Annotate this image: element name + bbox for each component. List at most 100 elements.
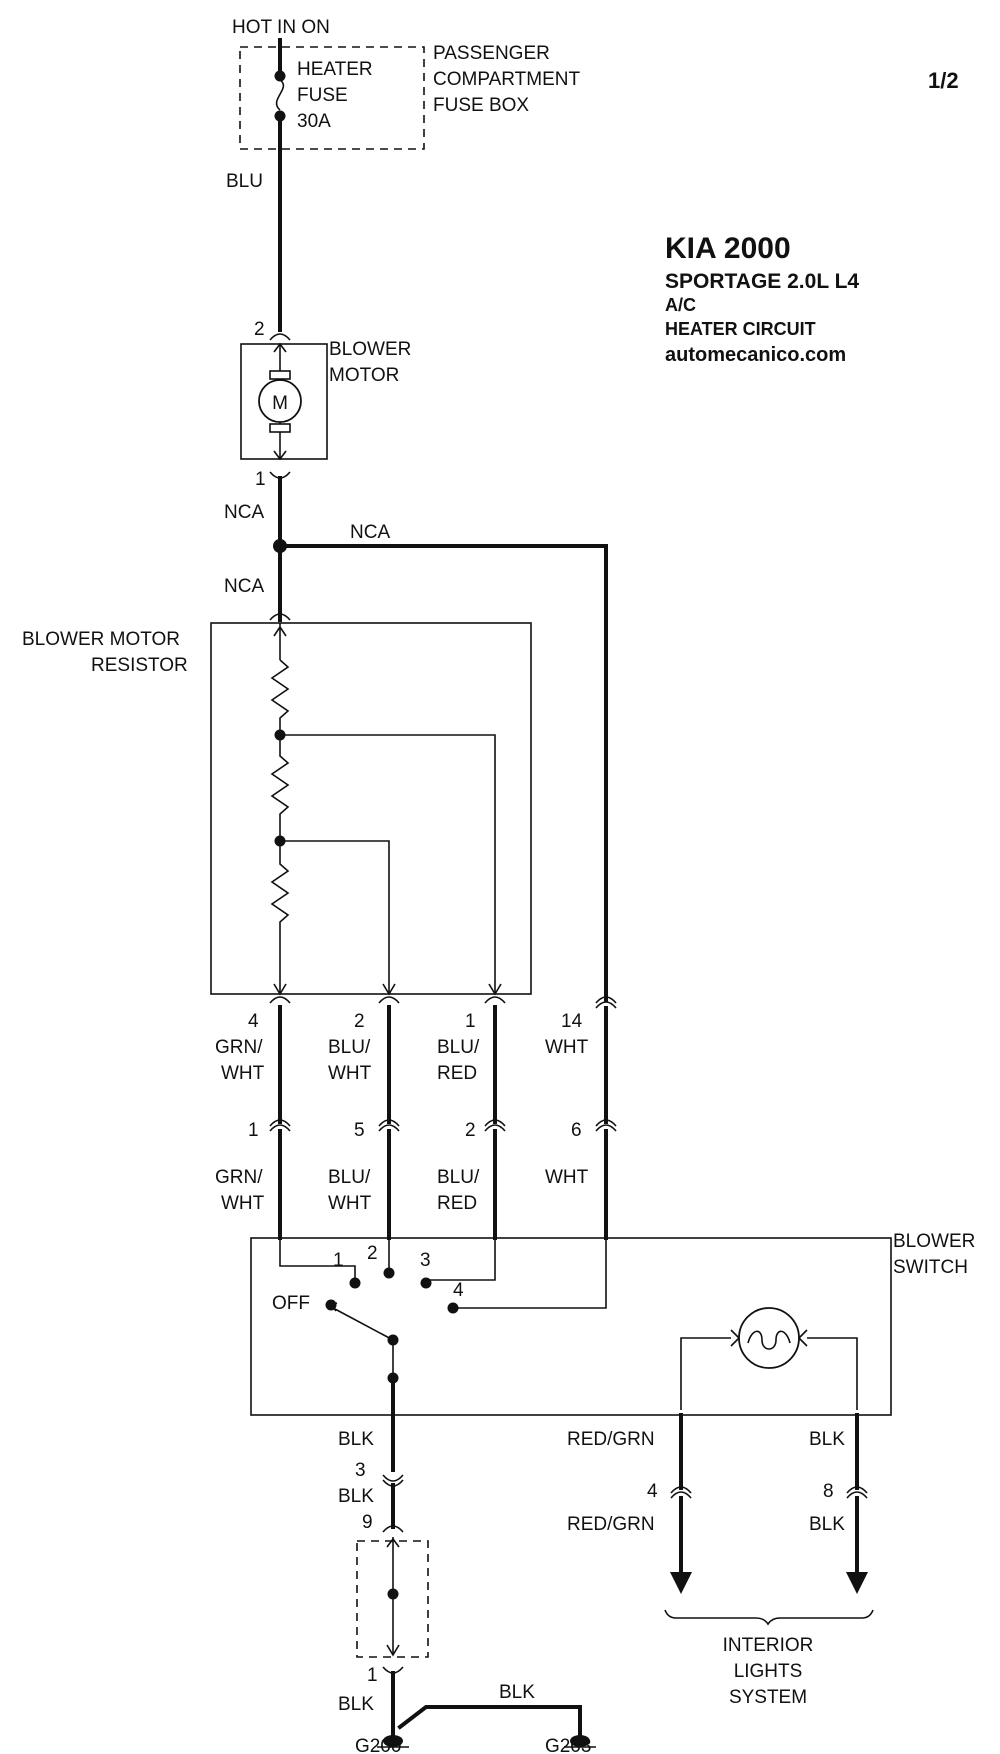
wire-blured-2a: BLU/ [437, 1167, 480, 1188]
conn2-pin-1: 1 [248, 1120, 259, 1141]
fuse-label-2: FUSE [297, 85, 348, 106]
wire-blk-ground-link [397, 1705, 582, 1740]
wire-blk-1: BLK [338, 1429, 374, 1450]
resistor-box [210, 622, 532, 995]
title-site: automecanico.com [665, 344, 846, 366]
resistor-element-2 [270, 740, 290, 836]
fuse-symbol [275, 79, 285, 111]
resistor-tap-med [280, 840, 390, 994]
lamp-icon [738, 1307, 800, 1369]
resistor-pin-1: 1 [465, 1011, 476, 1032]
fuse-box-label-1: PASSENGER [433, 43, 550, 64]
conn2-pin-6: 6 [571, 1120, 582, 1141]
connector-motor-top [269, 333, 291, 341]
interior-label-1: INTERIOR [723, 1635, 814, 1656]
wire-nca-branch [278, 544, 608, 1002]
wire-bluwht-1a: BLU/ [328, 1037, 371, 1058]
hot-in-on-label: HOT IN ON [232, 17, 330, 38]
ground-label-g203: G203 [545, 1736, 591, 1754]
switch-pin-3: 3 [355, 1460, 366, 1481]
resistor-label-2: RESISTOR [91, 655, 188, 676]
lamp-lead-right [807, 1337, 858, 1410]
title-system: A/C [665, 295, 696, 315]
switch-pos-4: 4 [453, 1280, 464, 1301]
wire-redgrn-2: RED/GRN [567, 1514, 655, 1535]
arrow-down-icon [670, 1572, 692, 1594]
motor-label-1: BLOWER [329, 339, 411, 360]
switch-pos-1: 1 [333, 1250, 344, 1271]
blower-switch-box [250, 1237, 892, 1416]
interior-lights-brace [664, 1609, 874, 1626]
wire-wht-1: WHT [545, 1037, 589, 1058]
switch-pin-8-lamp: 8 [823, 1481, 834, 1502]
wire-bluwht-2a: BLU/ [328, 1167, 371, 1188]
motor-symbol-icon [258, 379, 302, 423]
resistor-element-3 [270, 846, 290, 994]
wire-bluwht-1b: WHT [328, 1063, 372, 1084]
motor-label-2: MOTOR [329, 365, 399, 386]
switch-lead-4 [453, 1238, 607, 1309]
ground-conn-pin-9: 9 [362, 1512, 373, 1533]
switch-label-1: BLOWER [893, 1231, 975, 1252]
wire-blk-3: BLK [338, 1694, 374, 1715]
switch-pos-2: 2 [367, 1243, 378, 1264]
ground-label-g200: G200 [355, 1736, 401, 1754]
switch-pos-3: 3 [420, 1250, 431, 1271]
wire-bluwht-2b: WHT [328, 1193, 372, 1214]
wire-label-nca-3: NCA [224, 576, 264, 597]
wire-redgrn-1: RED/GRN [567, 1429, 655, 1450]
wire-blured-1b: RED [437, 1063, 477, 1084]
ground-icon-g203 [564, 1735, 596, 1748]
conn2-pin-2: 2 [465, 1120, 476, 1141]
wire-blk-lamp-1: BLK [809, 1429, 845, 1450]
blower-motor-box [240, 343, 328, 460]
interior-label-3: SYSTEM [729, 1687, 807, 1708]
fuse-box [239, 46, 425, 150]
conn2-pin-5: 5 [354, 1120, 365, 1141]
switch-lead-3 [426, 1238, 496, 1281]
resistor-pin-14: 14 [561, 1011, 583, 1032]
motor-pin-bottom: 1 [255, 469, 266, 490]
switch-off-label: OFF [272, 1293, 310, 1314]
title-make: KIA 2000 [665, 232, 791, 265]
fuse-label-3: 30A [297, 111, 331, 132]
resistor-pin-4: 4 [248, 1011, 259, 1032]
resistor-pin-2: 2 [354, 1011, 365, 1032]
wire-wht-2: WHT [545, 1167, 589, 1188]
resistor-element-1 [270, 659, 290, 730]
switch-label-2: SWITCH [893, 1257, 968, 1278]
interior-label-2: LIGHTS [734, 1661, 803, 1682]
page-number: 1/2 [928, 68, 959, 93]
wire-label-nca-2: NCA [350, 522, 390, 543]
connector-resistor-top [269, 613, 291, 621]
ground-icon-g200 [377, 1735, 409, 1748]
title-model: SPORTAGE 2.0L L4 [665, 270, 859, 293]
wire-blk-4: BLK [499, 1682, 535, 1703]
title-circuit: HEATER CIRCUIT [665, 319, 816, 339]
fuse-box-label-3: FUSE BOX [433, 95, 529, 116]
lamp-lead-left [680, 1337, 731, 1410]
resistor-label-1: BLOWER MOTOR [22, 629, 180, 650]
wire-blured-2b: RED [437, 1193, 477, 1214]
switch-arm [334, 1308, 394, 1341]
wire-label-nca-1: NCA [224, 502, 264, 523]
motor-pin-top: 2 [254, 319, 265, 340]
wire-grnwht-1b: WHT [221, 1063, 265, 1084]
fuse-label-1: HEATER [297, 59, 373, 80]
motor-symbol-letter: M [272, 393, 288, 414]
arrow-down-icon [846, 1572, 868, 1594]
switch-lead-1 [279, 1238, 356, 1278]
connector-ground-top [382, 1525, 404, 1533]
wire-grnwht-2a: GRN/ [215, 1167, 263, 1188]
switch-pin-4-lamp: 4 [647, 1481, 658, 1502]
ground-conn-pin-1: 1 [367, 1665, 378, 1686]
resistor-tap-high [280, 734, 496, 994]
wire-blk-lamp-2: BLK [809, 1514, 845, 1535]
wire-label-blu: BLU [226, 171, 263, 192]
connector-wht-top [595, 996, 617, 1004]
fuse-box-label-2: COMPARTMENT [433, 69, 580, 90]
wire-grnwht-2b: WHT [221, 1193, 265, 1214]
wire-grnwht-1a: GRN/ [215, 1037, 263, 1058]
lamp-filament [747, 1330, 791, 1350]
